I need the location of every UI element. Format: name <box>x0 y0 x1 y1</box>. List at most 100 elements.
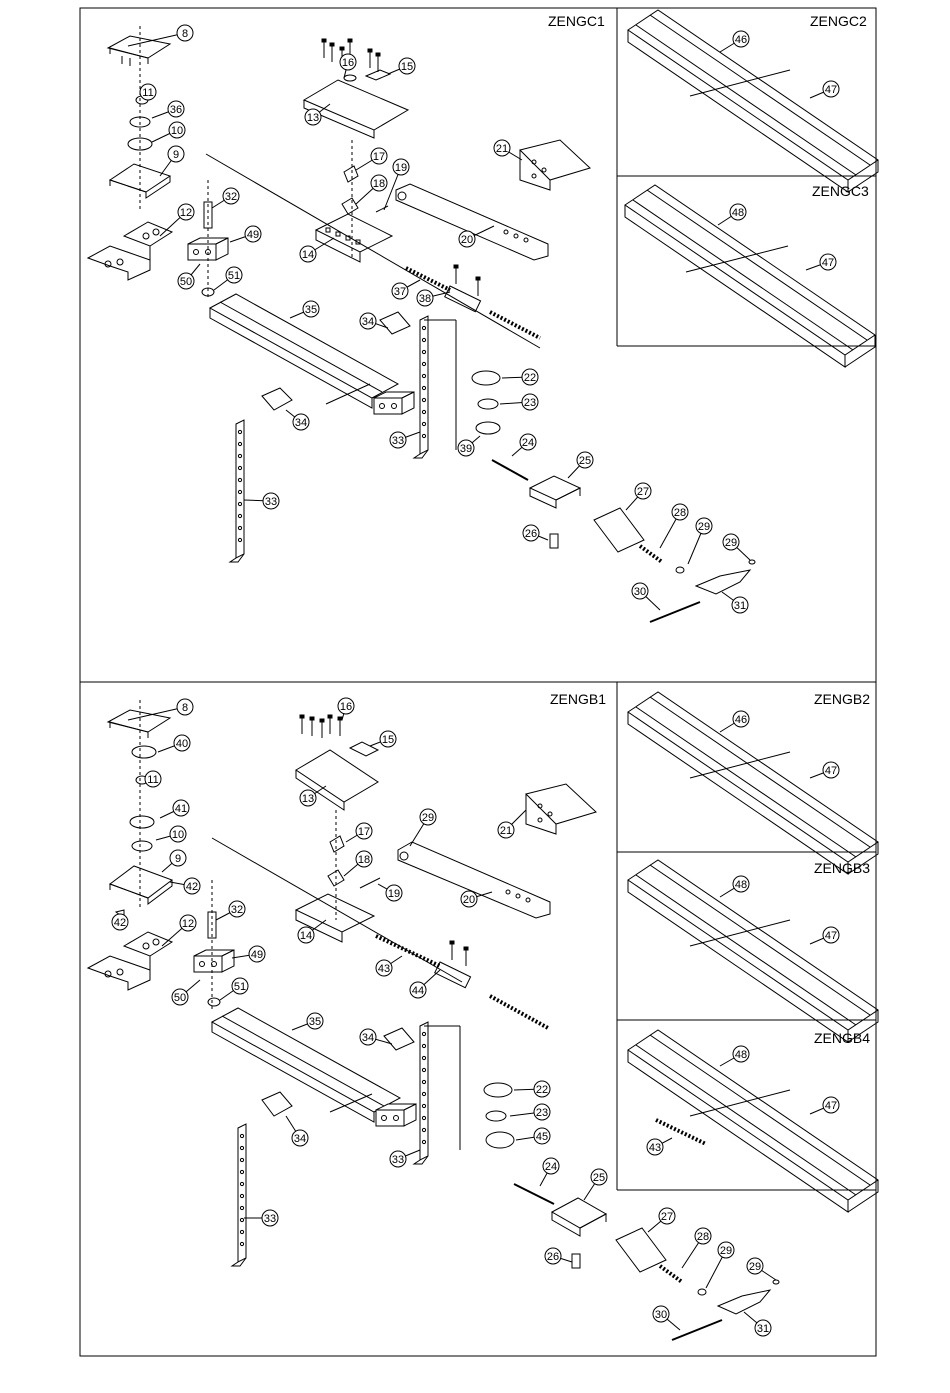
callout-part-47: 47 <box>810 762 839 778</box>
callout-part-46: 46 <box>720 711 749 732</box>
callout-number: 24 <box>522 437 534 449</box>
callout-circle <box>823 81 839 97</box>
callout-number: 25 <box>593 1172 605 1184</box>
callout-number: 43 <box>649 1142 661 1154</box>
callout-part-24: 24 <box>512 434 536 456</box>
callout-circle <box>178 204 194 220</box>
callout-number: 28 <box>697 1231 709 1243</box>
callout-circle <box>723 534 739 550</box>
callout-circle <box>718 1242 734 1258</box>
callout-part-41: 41 <box>160 800 189 818</box>
callout-number: 50 <box>174 992 186 1004</box>
callout-number: 35 <box>309 1016 321 1028</box>
callout-circle <box>356 851 372 867</box>
callout-part-16: 16 <box>338 698 354 720</box>
lower-frame <box>80 682 876 1356</box>
callout-number: 26 <box>525 528 537 540</box>
rail-break-line <box>686 246 788 272</box>
callout-circle <box>755 1320 771 1336</box>
callout-number: 14 <box>302 249 314 261</box>
callout-part-25: 25 <box>568 452 593 478</box>
callout-circle <box>229 901 245 917</box>
callout-circle <box>223 188 239 204</box>
callout-part-48: 48 <box>720 1046 749 1066</box>
callout-part-47: 47 <box>810 81 839 98</box>
callout-number: 32 <box>231 904 243 916</box>
callout-circle <box>360 313 376 329</box>
callout-circle <box>168 101 184 117</box>
callout-circle <box>172 989 188 1005</box>
callout-circle <box>461 891 477 907</box>
callout-part-26: 26 <box>545 1248 572 1264</box>
upper-rail-drawing-2 <box>624 184 876 368</box>
callout-circle <box>420 809 436 825</box>
callout-circle <box>300 790 316 806</box>
callout-part-29: 29 <box>688 518 712 564</box>
callout-part-14: 14 <box>300 238 334 262</box>
callout-number: 47 <box>825 1100 837 1112</box>
callout-number: 35 <box>305 304 317 316</box>
callout-circle <box>177 25 193 41</box>
callout-circle <box>696 518 712 534</box>
callout-circle <box>180 915 196 931</box>
callout-number: 47 <box>825 765 837 777</box>
callout-number: 10 <box>171 125 183 137</box>
callout-circle <box>458 440 474 456</box>
callout-part-49: 49 <box>230 226 261 242</box>
callout-part-9: 9 <box>160 146 184 176</box>
callout-number: 48 <box>735 879 747 891</box>
callout-number: 34 <box>362 1032 374 1044</box>
callout-circle <box>459 231 475 247</box>
callout-number: 23 <box>536 1107 548 1119</box>
callout-number: 50 <box>180 276 192 288</box>
callout-part-51: 51 <box>220 978 248 1000</box>
callout-part-13: 13 <box>305 104 330 125</box>
callout-number: 31 <box>734 600 746 612</box>
callout-number: 15 <box>401 61 413 73</box>
wall-bracket-parts <box>520 140 590 190</box>
callout-circle <box>170 826 186 842</box>
callout-part-29: 29 <box>723 534 750 560</box>
callout-circle <box>174 735 190 751</box>
rail-break-line <box>690 70 790 96</box>
callout-circle <box>300 246 316 262</box>
callout-number: 20 <box>463 894 475 906</box>
callout-part-15: 15 <box>388 58 415 74</box>
callout-number: 16 <box>340 701 352 713</box>
callout-circle <box>178 273 194 289</box>
callout-part-29: 29 <box>706 1242 734 1288</box>
chain-parts <box>212 838 548 1028</box>
wall-bracket-parts <box>526 784 596 834</box>
spring-block-parts <box>193 880 235 1010</box>
spring-block-parts <box>187 180 229 300</box>
callout-part-14: 14 <box>298 920 326 943</box>
callout-part-43: 43 <box>647 1138 672 1155</box>
callout-part-18: 18 <box>356 175 387 204</box>
callout-number: 34 <box>362 316 374 328</box>
callout-number: 27 <box>637 486 649 498</box>
callout-number: 46 <box>735 34 747 46</box>
callout-circle <box>305 109 321 125</box>
callout-circle <box>747 1258 763 1274</box>
callout-circle <box>173 800 189 816</box>
callout-circle <box>177 699 193 715</box>
callout-number: 47 <box>825 930 837 942</box>
callout-part-16: 16 <box>340 54 356 78</box>
callout-circle <box>170 850 186 866</box>
callout-circle <box>823 927 839 943</box>
callout-circle <box>145 771 161 787</box>
callout-part-35: 35 <box>292 1013 323 1030</box>
callout-part-15: 15 <box>370 731 396 747</box>
callout-part-22: 22 <box>514 1081 550 1097</box>
callout-part-29: 29 <box>410 809 436 846</box>
callout-part-47: 47 <box>806 254 836 270</box>
callout-circle <box>371 175 387 191</box>
callout-number: 26 <box>547 1251 559 1263</box>
leader-line <box>128 33 185 46</box>
callout-number: 21 <box>496 143 508 155</box>
lower-rail-drawing-3 <box>627 1029 879 1213</box>
callout-part-29: 29 <box>747 1258 776 1280</box>
callout-circle <box>522 394 538 410</box>
callout-circle <box>520 434 536 450</box>
